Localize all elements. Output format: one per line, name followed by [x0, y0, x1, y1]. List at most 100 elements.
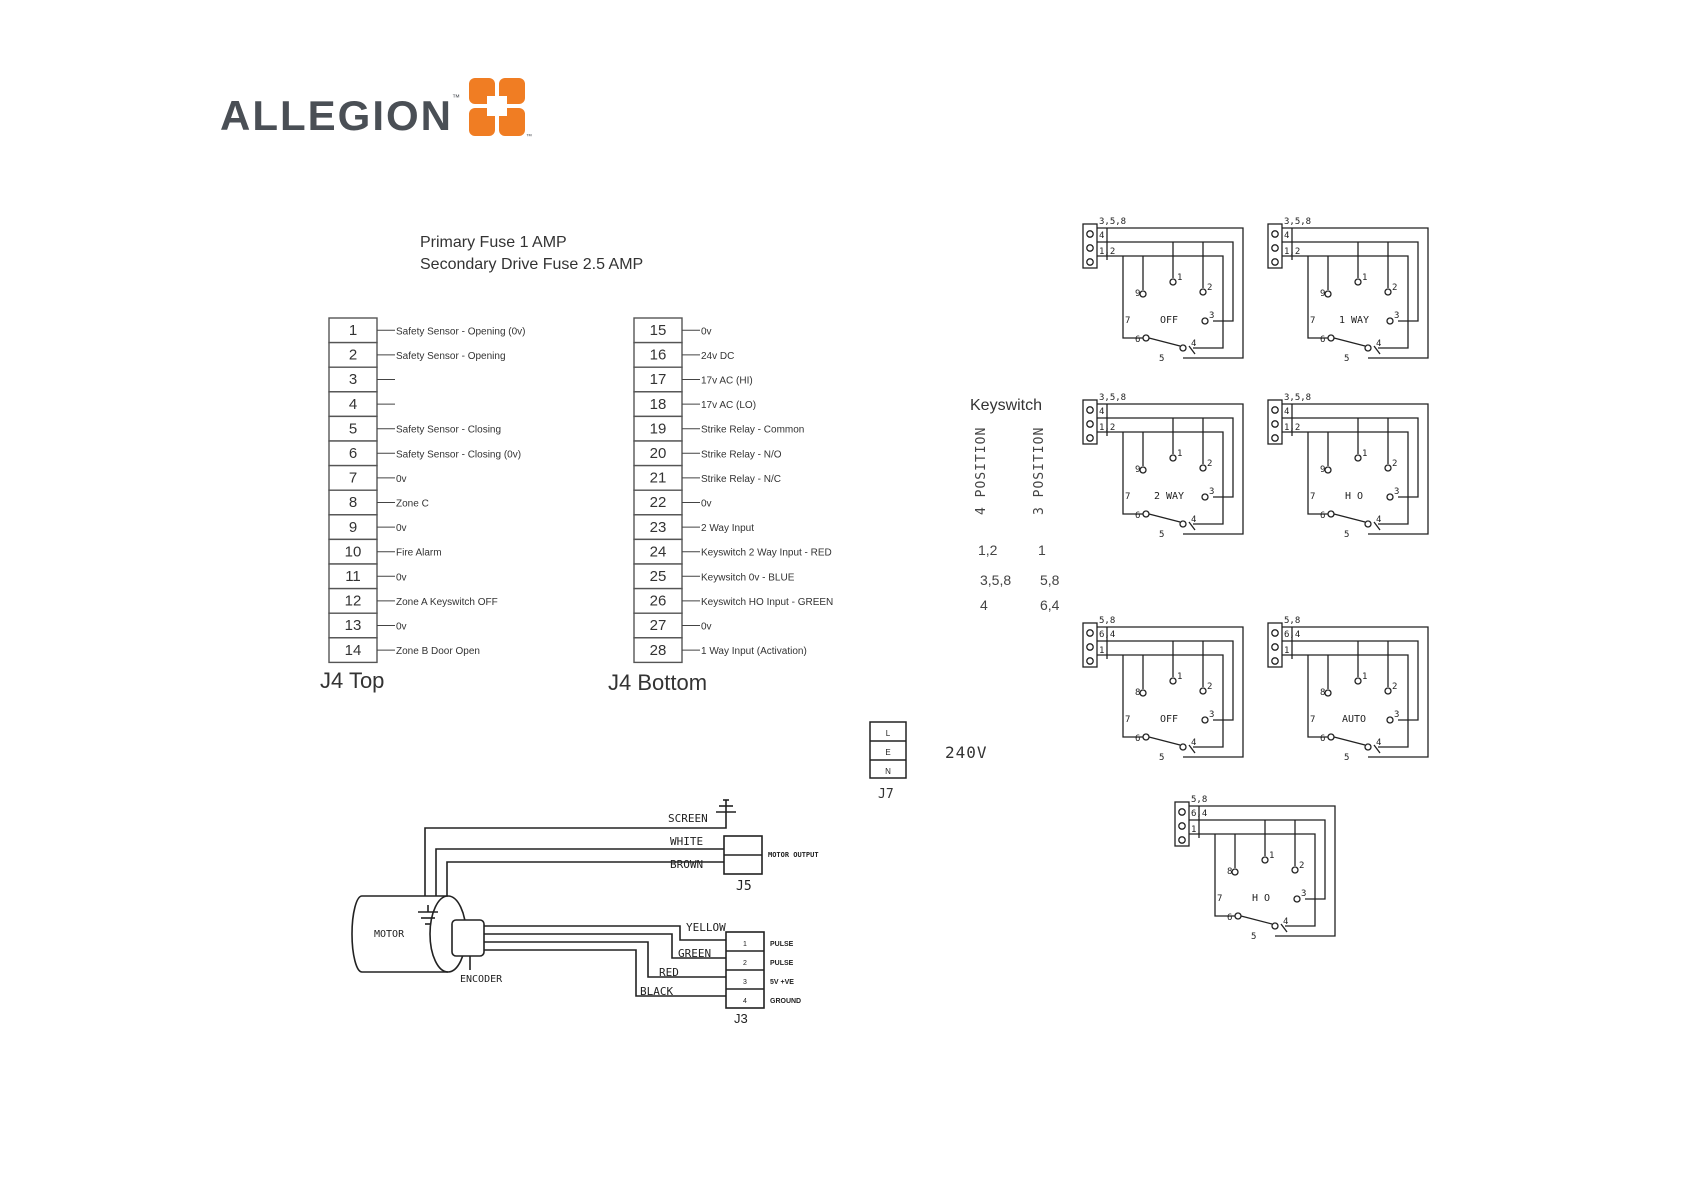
j3-label-pulse-1: PULSE	[770, 941, 794, 948]
terminal-label-mid1: 4	[1284, 407, 1289, 417]
j4_bottom-pin-label: 17v AC (LO)	[701, 400, 756, 411]
motor-label: MOTOR	[374, 929, 405, 940]
terminal-label-mid1: 4	[1284, 231, 1289, 241]
j4_top-pin-number: 11	[345, 568, 361, 585]
j4_top-pin-label: 0v	[396, 523, 407, 534]
wire-red-label: RED	[659, 966, 679, 979]
terminal-label-mid1: 4	[1099, 231, 1104, 241]
j4_top-pin-number: 6	[349, 445, 357, 462]
contact-8-9: 8	[1320, 688, 1325, 698]
j4_bottom-pin-number: 25	[650, 568, 667, 585]
j4_top-pin-label: 0v	[396, 622, 407, 633]
j4_top-pin-2	[328, 341, 378, 368]
j4_top-pin-label: Safety Sensor - Closing	[396, 425, 501, 436]
contact-4: 4	[1376, 339, 1381, 349]
contact-2: 2	[1207, 283, 1212, 293]
j4_top-pin-number: 5	[349, 420, 357, 437]
contact-8-9: 9	[1135, 465, 1140, 475]
j4_bottom-pin-number: 23	[650, 519, 667, 536]
terminal-label-mid2: 1	[1284, 646, 1289, 656]
motor-labels: SCREEN WHITE BROWN MOTOR OUTPUT J5 MOTOR…	[374, 812, 819, 1026]
terminal-label-top: 5,8	[1284, 616, 1300, 626]
j4_top-pin-label: Safety Sensor - Opening (0v)	[396, 326, 526, 337]
contact-3: 3	[1394, 487, 1399, 497]
contact-4: 4	[1283, 917, 1288, 927]
contact-6: 6	[1320, 511, 1325, 521]
contact-2: 2	[1392, 283, 1397, 293]
j4_bottom-pin-15	[633, 317, 683, 344]
terminal-label-top: 5,8	[1191, 795, 1207, 805]
j4_top-pin-number: 13	[345, 617, 362, 634]
terminal-label-mid2: 1,2	[1099, 423, 1115, 433]
terminal-label-mid1: 6,4	[1191, 809, 1207, 819]
j4_bottom-pin-number: 28	[650, 642, 667, 659]
j4_top-pin-label: 0v	[396, 572, 407, 583]
j3-pin-4: 4	[743, 998, 747, 1005]
j4_bottom-pin-number: 16	[650, 347, 667, 364]
j4_top-pin-number: 4	[349, 396, 357, 413]
contact-2: 2	[1392, 682, 1397, 692]
j4_bottom-pin-label: 2 Way Input	[701, 523, 754, 534]
j4_top-pin-label: 0v	[396, 474, 407, 485]
contact-3: 3	[1394, 710, 1399, 720]
wire-yellow-label: YELLOW	[686, 921, 726, 934]
logo-tm: ™	[452, 93, 460, 102]
j4_bottom-pin-19	[633, 415, 683, 442]
contact-1: 1	[1177, 449, 1182, 459]
j4_top-pin-label: Fire Alarm	[396, 548, 442, 559]
terminal-label-mid1: 6,4	[1099, 630, 1115, 640]
switch-mode-label: H O	[1345, 491, 1363, 502]
switch-mode-label: 1 WAY	[1339, 315, 1369, 326]
keyswitch-table: Keyswitch 4 POSITION 3 POSITION 1,2 1 3,…	[970, 397, 1060, 613]
j4_bottom-pin-22	[633, 489, 683, 516]
switch-mode-label: OFF	[1160, 315, 1178, 326]
contact-5: 5	[1159, 753, 1164, 763]
contact-1: 1	[1362, 672, 1367, 682]
j4_bottom-pin-label: Strike Relay - Common	[701, 425, 804, 436]
j4_bottom-pin-label: Keyswitch 2 Way Input - RED	[701, 548, 832, 559]
j4_bottom-pin-number: 17	[650, 371, 667, 388]
keyswitch-row-3-b: 6,4	[1040, 597, 1060, 613]
j7-label: J7	[878, 787, 894, 802]
j4_bottom-pin-28	[633, 637, 683, 664]
contact-2: 2	[1207, 682, 1212, 692]
j4_bottom-pin-number: 27	[650, 617, 667, 634]
j4_bottom-pin-label: Strike Relay - N/O	[701, 449, 782, 460]
terminal-label-top: 3,5,8	[1284, 217, 1311, 227]
j4_top-pin-number: 14	[345, 642, 362, 659]
contact-6: 6	[1320, 335, 1325, 345]
j3-pin-3: 3	[743, 979, 747, 986]
switch-mode-label: H O	[1252, 893, 1270, 904]
j4_top-pin-number: 12	[345, 593, 362, 610]
contact-7: 7	[1310, 316, 1315, 326]
j4_top-pin-number: 9	[349, 519, 357, 536]
j3-pin-1: 1	[743, 941, 747, 948]
fuse-secondary: Secondary Drive Fuse 2.5 AMP	[420, 256, 643, 273]
switch-mode-label: 2 WAY	[1154, 491, 1184, 502]
contact-1: 1	[1269, 851, 1274, 861]
contact-2: 2	[1299, 861, 1304, 871]
j4_top-pin-label: Safety Sensor - Closing (0v)	[396, 449, 521, 460]
j5-label: J5	[736, 879, 752, 894]
contact-7: 7	[1310, 492, 1315, 502]
keyswitch-row-2-a: 3,5,8	[980, 572, 1011, 588]
j4_top-pin-number: 10	[345, 543, 362, 560]
terminal-label-mid1: 6,4	[1284, 630, 1300, 640]
j7-pin-n: N	[885, 767, 891, 776]
contact-4: 4	[1376, 738, 1381, 748]
keyswitch-col-3-position: 3 POSITION	[1032, 427, 1047, 515]
j4_bottom-pin-number: 24	[650, 543, 667, 560]
j7-pin-l: L	[886, 729, 891, 738]
j4_bottom-pin-number: 20	[650, 445, 667, 462]
terminal-label-top: 3,5,8	[1284, 393, 1311, 403]
j4_top-pin-5	[328, 415, 378, 442]
j7-pin-e: E	[885, 748, 890, 757]
contact-6: 6	[1227, 913, 1232, 923]
contact-3: 3	[1209, 311, 1214, 321]
